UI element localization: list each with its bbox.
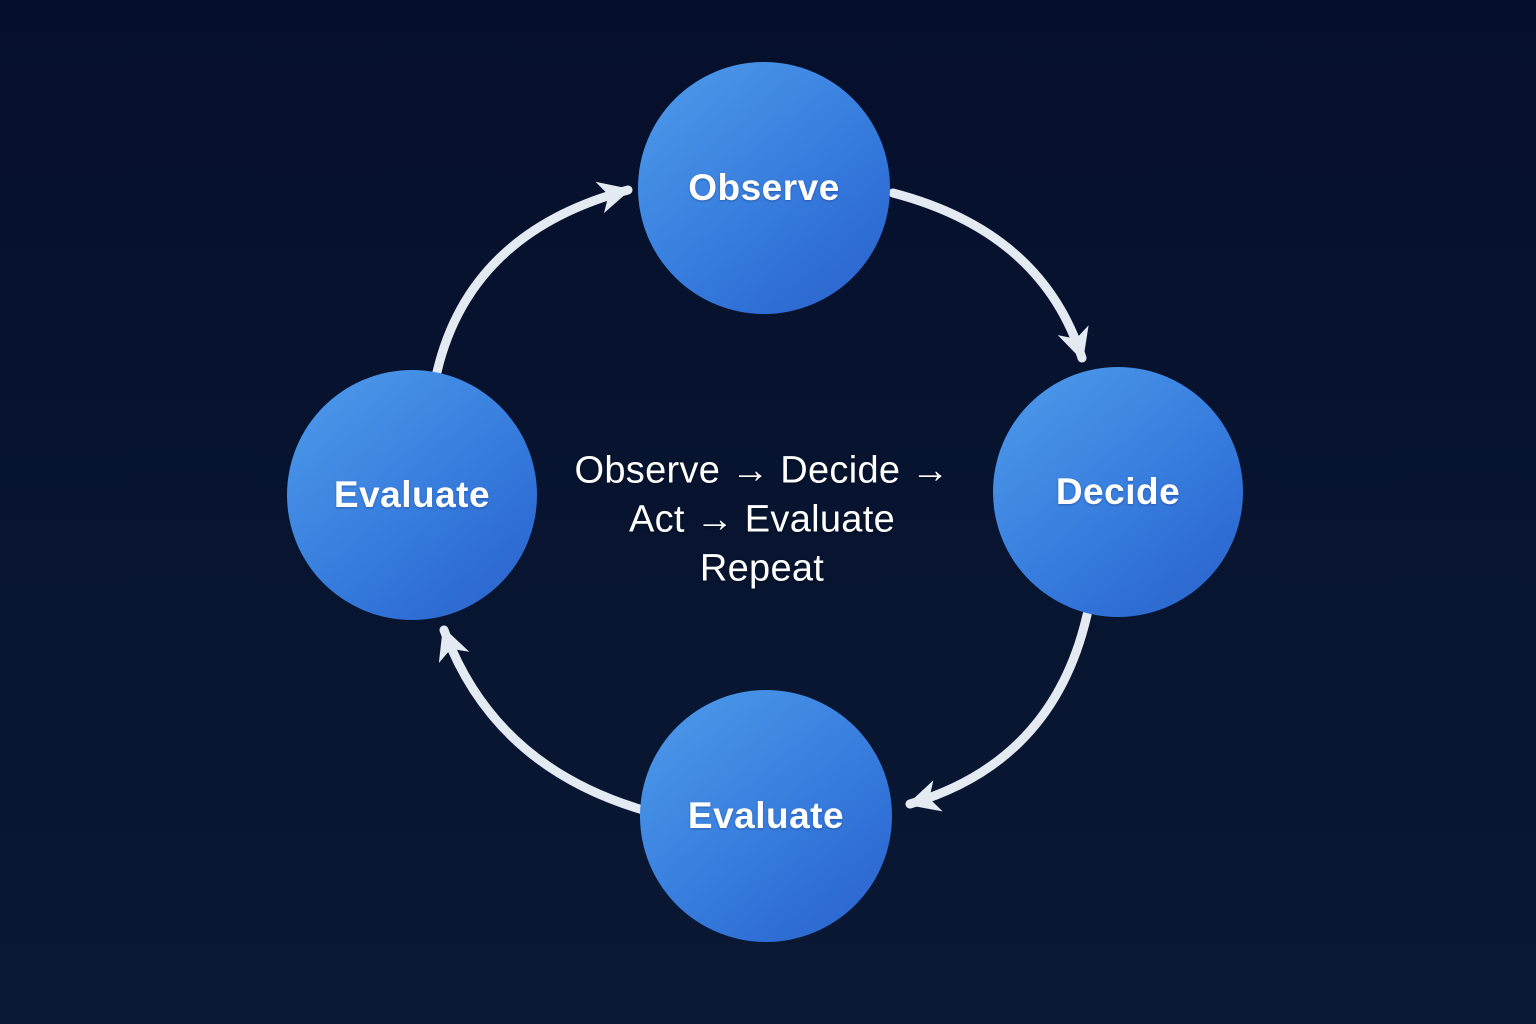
arrow-evaluate-left-to-observe [432, 181, 633, 377]
node-observe-label: Observe [688, 167, 840, 208]
arrow-observe-to-decide [888, 188, 1089, 363]
node-evaluate-left: Evaluate [287, 370, 537, 620]
center-caption: Observe → Decide → Act → Evaluate Repeat [502, 447, 1022, 594]
center-caption-line3: Repeat [699, 547, 825, 590]
node-evaluate-left-label: Evaluate [333, 474, 491, 515]
node-decide-label: Decide [1055, 471, 1181, 512]
center-caption-line2: Act → Evaluate [628, 498, 896, 541]
node-observe: Observe [638, 62, 890, 314]
arrow-evaluate-bottom-to-evaluate-left [438, 625, 648, 815]
node-evaluate-bottom-label: Evaluate [687, 795, 845, 836]
node-decide: Decide [993, 367, 1243, 617]
center-caption-line1: Observe → Decide → [574, 449, 950, 492]
node-evaluate-bottom: Evaluate [640, 690, 892, 942]
arrow-decide-to-evaluate-bottom [905, 610, 1092, 812]
